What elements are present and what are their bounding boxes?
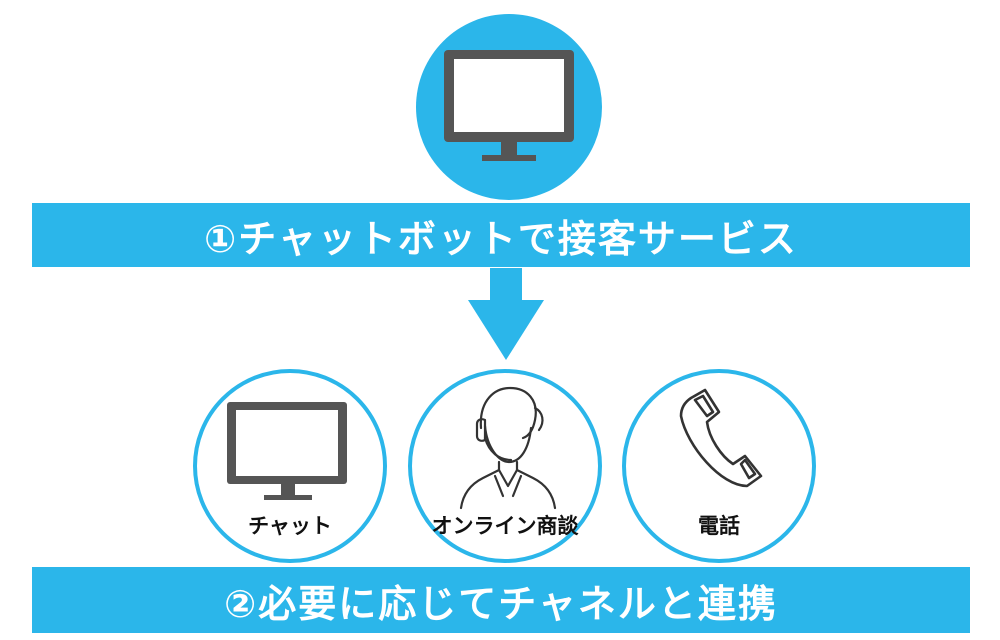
channel-chat-circle: [193, 369, 387, 563]
down-arrow-icon: [468, 268, 544, 360]
channel-online-circle: [408, 369, 602, 563]
step2-banner: ②必要に応じてチャネルと連携: [32, 567, 970, 633]
step1-banner: ①チャットボットで接客サービス: [32, 203, 970, 267]
channel-phone: 電話: [621, 368, 817, 564]
chatbot-circle: [416, 14, 602, 200]
step2-label: ②必要に応じてチャネルと連携: [224, 581, 778, 626]
channel-online-meeting: オンライン商談: [407, 368, 603, 564]
step1-label: ①チャットボットで接客サービス: [204, 216, 798, 261]
monitor-icon: [444, 50, 574, 161]
channel-chat: チャット: [192, 368, 388, 564]
channel-phone-circle: [622, 369, 816, 563]
phone-handset-icon: [679, 388, 763, 488]
channel-chat-label: チャット: [248, 514, 332, 538]
channel-online-label: オンライン商談: [431, 514, 579, 538]
channel-phone-label: 電話: [698, 514, 740, 538]
operator-headset-icon: [459, 386, 557, 510]
monitor-icon: [227, 402, 347, 500]
